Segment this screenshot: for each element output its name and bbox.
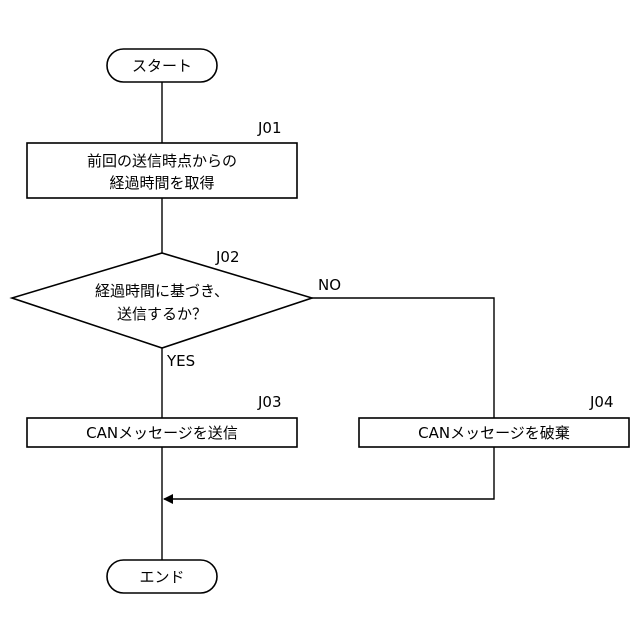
start-terminator: スタート [107, 49, 217, 82]
decision-j02-line2: 送信するか？ [117, 305, 207, 323]
process-j01-line2: 経過時間を取得 [109, 174, 214, 192]
branch-label-yes: YES [166, 352, 195, 370]
step-tag-j01: J01 [257, 119, 282, 137]
process-j01-line1: 前回の送信時点からの [87, 152, 237, 170]
decision-j02-line1: 経過時間に基づき、 [95, 282, 229, 300]
decision-j02: J02 経過時間に基づき、 送信するか？ NO YES [12, 248, 341, 370]
connector-j02-to-j04 [312, 298, 494, 418]
end-label: エンド [139, 568, 184, 586]
branch-label-no: NO [318, 276, 341, 294]
step-tag-j04: J04 [589, 393, 614, 411]
process-j03-label: CANメッセージを送信 [86, 424, 238, 442]
connector-j04-merge-arrow [164, 447, 494, 499]
decision-diamond-j02 [12, 253, 312, 348]
step-tag-j03: J03 [257, 393, 282, 411]
end-terminator: エンド [107, 560, 217, 593]
process-j04-label: CANメッセージを破棄 [418, 424, 570, 442]
start-label: スタート [132, 57, 192, 75]
step-tag-j02: J02 [215, 248, 240, 266]
